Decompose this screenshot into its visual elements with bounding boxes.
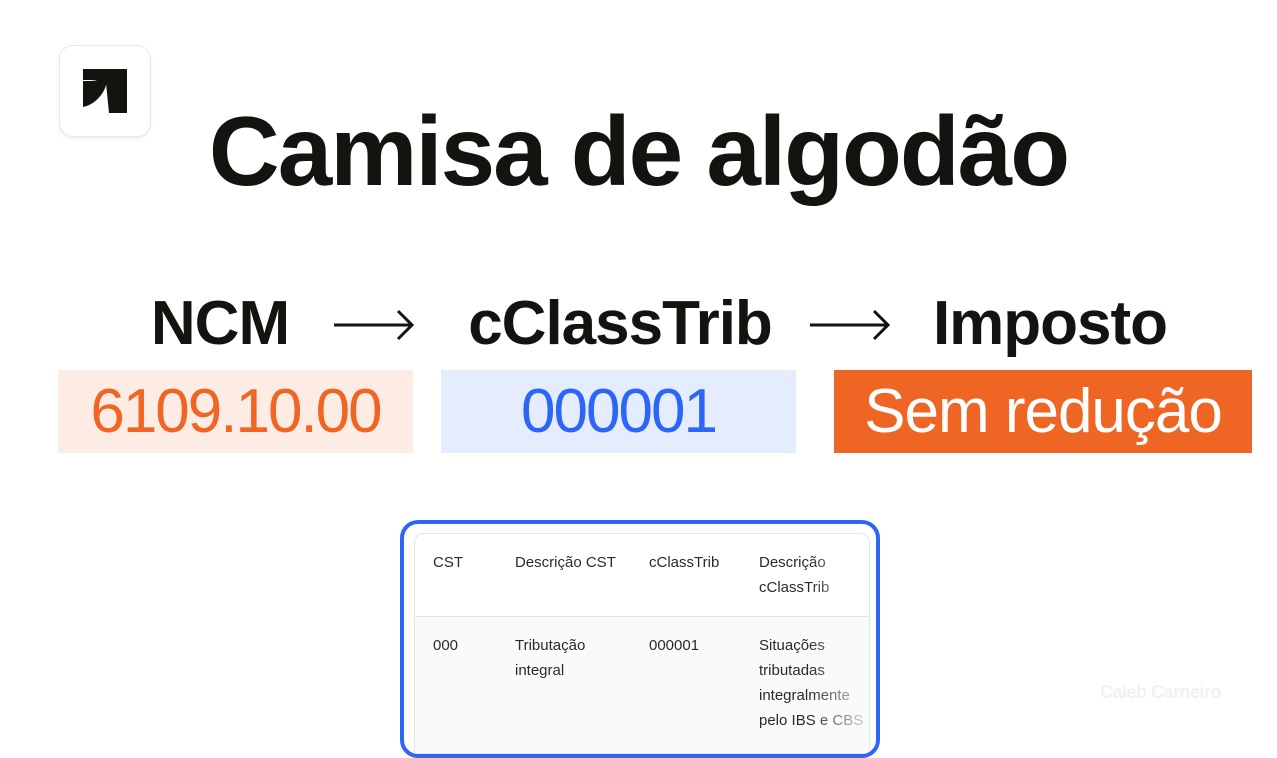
classification-table-card: CST Descrição CST cClassTrib Descrição c…	[400, 520, 880, 758]
classification-table: CST Descrição CST cClassTrib Descrição c…	[414, 533, 870, 754]
table-row: 000 Tributação integral 000001 Situações…	[415, 617, 869, 753]
long-right-arrow-icon	[334, 309, 415, 341]
imposto-label: Imposto	[932, 289, 1168, 358]
ncm-value: 6109.10.00	[90, 377, 382, 446]
cell-descricao-cclasstrib: Situações tributadas integralmente pelo …	[759, 637, 864, 729]
author-watermark: Caleb Carneiro	[1100, 682, 1222, 702]
page-title: Camisa de algodão	[208, 96, 1070, 206]
cclasstrib-label: cClassTrib	[468, 289, 773, 358]
table-header-row: CST Descrição CST cClassTrib Descrição c…	[415, 534, 869, 617]
imposto-value-badge: Sem redução	[834, 370, 1252, 453]
logo	[59, 45, 151, 137]
header-cst: CST	[433, 554, 463, 571]
long-right-arrow-icon	[810, 309, 891, 341]
cell-cst: 000	[433, 637, 459, 654]
ncm-value-badge: 6109.10.00	[58, 370, 413, 453]
ncm-label: NCM	[150, 289, 290, 358]
header-descricao-cst: Descrição CST	[515, 554, 616, 571]
cclasstrib-value: 000001	[521, 377, 718, 446]
cclasstrib-value-badge: 000001	[441, 370, 796, 453]
header-descricao-cclasstrib: Descrição cClassTrib	[759, 554, 830, 596]
arrow-up-right-logo-icon	[83, 69, 127, 113]
cell-cclasstrib: 000001	[649, 637, 700, 654]
cell-descricao-cst: Tributação integral	[515, 637, 586, 679]
imposto-value: Sem redução	[864, 377, 1223, 446]
header-cclasstrib: cClassTrib	[649, 554, 720, 571]
